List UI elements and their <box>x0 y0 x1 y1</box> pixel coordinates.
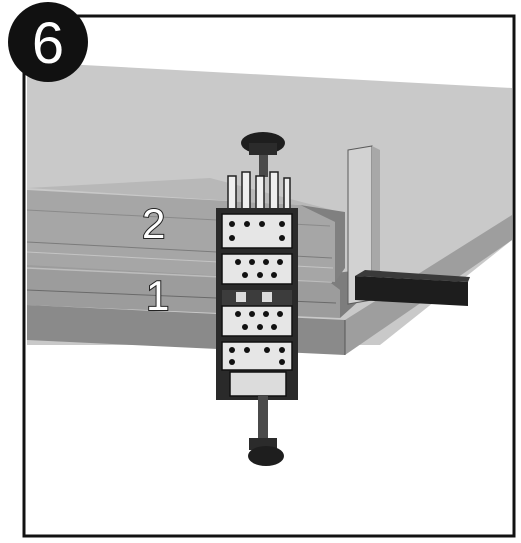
lower-screw <box>258 396 268 438</box>
board-label-2: 2 <box>142 200 165 247</box>
clamp-plate-3 <box>221 305 293 337</box>
clamp-rivets <box>229 221 285 365</box>
board-label-1: 1 <box>146 272 169 319</box>
clamp-foot <box>229 371 287 397</box>
step-badge <box>8 2 88 82</box>
clamp-slot-1 <box>236 292 246 302</box>
upper-screw <box>259 155 268 177</box>
clamp-finger-1 <box>227 175 237 211</box>
clamp-plate-2 <box>221 253 293 285</box>
board-2-side <box>300 205 345 282</box>
clamp-finger-2 <box>241 171 251 211</box>
stop-post-side <box>372 146 380 300</box>
clamp-finger-3 <box>255 175 265 211</box>
stop-bar <box>355 276 468 306</box>
clamp-plate-4 <box>221 341 293 371</box>
step-number: 6 <box>32 11 64 76</box>
upper-knob-base <box>249 143 277 155</box>
clamp <box>216 132 298 466</box>
clamp-slot-2 <box>262 292 272 302</box>
clamp-plate-1 <box>221 213 293 249</box>
clamp-gap <box>222 290 292 306</box>
lower-knob-icon <box>248 446 284 466</box>
clamp-finger-5 <box>283 177 291 211</box>
clamp-finger-4 <box>269 171 279 211</box>
stop-bar-top <box>355 270 470 282</box>
board-2-top <box>27 178 340 212</box>
